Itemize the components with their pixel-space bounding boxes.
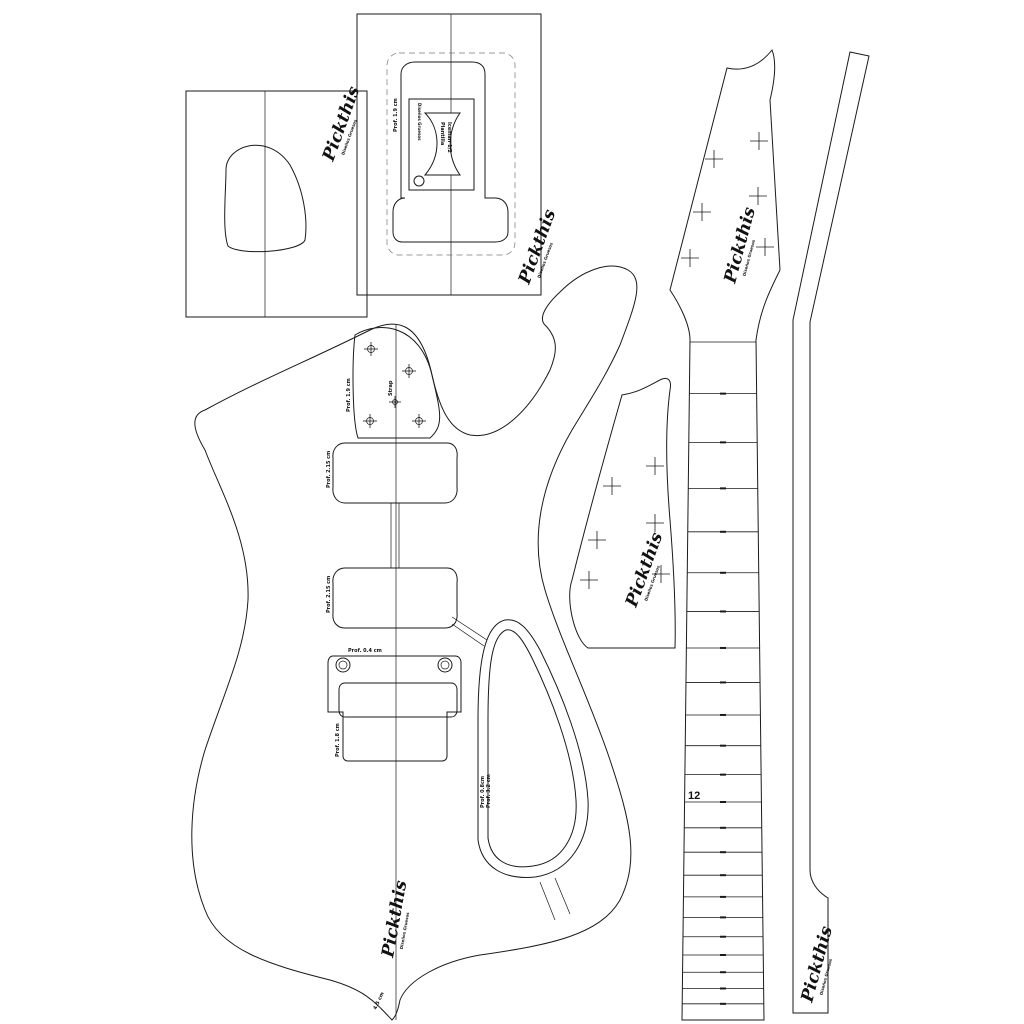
control-depth-label-b: Prof. 3.2 cm: [486, 774, 492, 808]
svg-text:Diseños Gruesos: Diseños Gruesos: [399, 911, 411, 949]
neck-cavity-depth-label: Prof. 1.9 cm: [346, 378, 352, 412]
strap-label: Strap: [388, 380, 394, 396]
neck-pickup-depth-label: Prof. 2.15 cm: [326, 451, 332, 488]
body-corner-label: 4.5 cm: [372, 991, 385, 1011]
brand-logo: Pickthis Diseños Gruesos: [378, 879, 411, 960]
headstock-tuner-marks: [580, 457, 670, 589]
pickup-template: Prof. 1.9 cm Plantilla Iceman 1/2 Diseño…: [356, 13, 561, 296]
cavity-template-small: Pickthis Diseños Gruesos: [185, 84, 368, 318]
brand-logo: Pickthis Diseños Gruesos: [720, 205, 760, 287]
template-depth-label: Prof. 1.9 cm: [393, 98, 399, 132]
svg-text:Plantilla: Plantilla: [439, 122, 445, 145]
brand-logo: Pickthis Diseños Gruesos: [797, 924, 837, 1006]
neck-cavity-screws: [363, 342, 426, 428]
bridge-pickup-depth-label: Prof. 2.15 cm: [326, 576, 332, 613]
control-depth-label-a: Prof. 0.8cm: [480, 776, 486, 808]
fret-lines: [682, 341, 764, 1005]
svg-text:Diseños Gruesos: Diseños Gruesos: [417, 103, 422, 141]
neck-fretboard: Pickthis Diseños Gruesos 12: [669, 49, 781, 1021]
brand-logo: Pickthis Diseños Gruesos: [319, 84, 365, 165]
headstock-template: Pickthis Diseños Gruesos: [569, 377, 676, 649]
neck-tuner-marks: [681, 132, 774, 267]
bridge-lower-depth-label: Prof. 1.8 cm: [335, 723, 341, 757]
brand-logo: Pickthis Diseños Gruesos: [515, 207, 561, 288]
fret-12-marker: 12: [688, 790, 700, 802]
neck-side-profile: Pickthis Diseños Gruesos: [792, 51, 870, 1014]
bridge-plate-depth-label: Prof. 0.4 cm: [348, 648, 382, 654]
svg-text:Iceman 1/2: Iceman 1/2: [446, 122, 452, 153]
brand-logo: Pickthis Diseños Gruesos: [622, 530, 668, 611]
guitar-body: Prof. 1.9 cm Strap Prof. 2.15 cm Prof. 2…: [191, 265, 638, 1021]
